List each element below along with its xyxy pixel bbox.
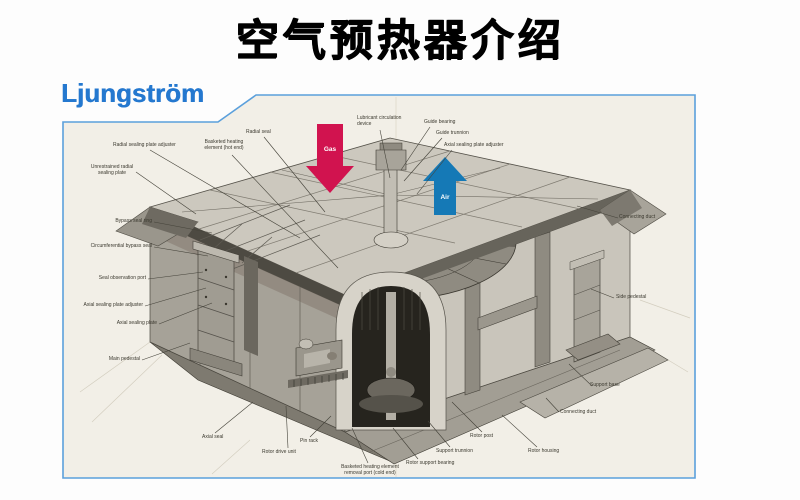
leader-line: [263, 136, 326, 213]
leader-line: [309, 415, 332, 438]
leader-line: [576, 205, 619, 219]
gas-arrow-label: Gas: [324, 146, 337, 153]
air-flow-arrow: [423, 157, 467, 215]
leader-line: [400, 126, 431, 171]
leader-line: [501, 414, 538, 448]
leader-line: [135, 171, 197, 215]
leader-line: [451, 401, 483, 433]
leader-line: [403, 137, 443, 182]
leader-line: [141, 342, 191, 361]
leader-line: [285, 405, 289, 449]
top-rim-lattice: [198, 150, 586, 274]
leader-line: [153, 221, 213, 234]
leader-line: [158, 302, 213, 325]
leader-line: [147, 271, 204, 280]
leader-line: [149, 149, 301, 239]
leader-line: [379, 129, 391, 179]
leader-lines: [135, 126, 619, 464]
leader-line: [214, 401, 254, 434]
ljungstrom-logo: Ljungström: [61, 78, 204, 108]
leader-line: [545, 397, 560, 413]
leader-line: [144, 287, 207, 307]
leader-line: [153, 246, 209, 257]
leader-line: [416, 149, 453, 195]
air-arrow-label: Air: [440, 194, 450, 201]
pin-rack-teeth: [293, 373, 344, 387]
leader-line: [590, 288, 615, 299]
leader-line: [427, 420, 451, 448]
leader-line: [231, 154, 339, 269]
heating-element-tubes: [361, 287, 421, 330]
leader-line: [392, 427, 419, 460]
leader-line: [351, 427, 369, 464]
gas-flow-arrow: [306, 124, 354, 193]
page-title: 空气预热器介绍: [235, 17, 565, 65]
leader-line: [568, 363, 593, 387]
